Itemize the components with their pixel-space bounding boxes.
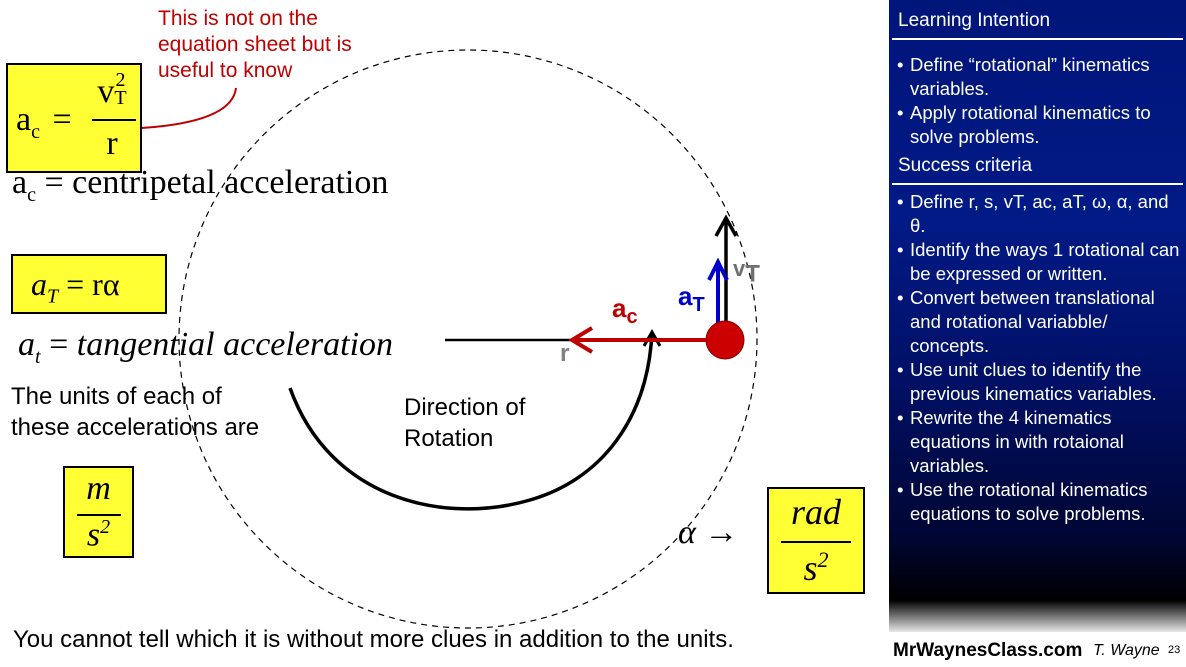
units-numerator: rad (790, 492, 841, 532)
angular-units-box: rad s2 (767, 487, 865, 594)
symbol-v: v (97, 73, 115, 110)
symbol-a: a (18, 326, 35, 363)
success-criteria-list: Define r, s, vT, ac, aT, ω, α, and θ. Id… (897, 190, 1181, 526)
aT-arrow-head (707, 257, 729, 281)
subscript-T: T (692, 294, 705, 317)
subscript-c: c (626, 306, 638, 329)
units-text: The units of each of these accelerations… (11, 383, 260, 441)
divider (892, 183, 1183, 185)
superscript-2: 2 (100, 516, 111, 538)
fraction-bar (781, 541, 851, 543)
formula-rhs: rα (92, 266, 120, 302)
subscript-t: t (35, 345, 41, 368)
diagram-graphics (141, 49, 758, 629)
divider (892, 38, 1183, 40)
circular-path (178, 49, 758, 629)
list-item: Apply rotational kinematics to solve pro… (897, 101, 1181, 149)
rotating-mass (705, 320, 745, 360)
alpha-label: α → (678, 514, 739, 551)
vT-arrow-head (714, 214, 738, 237)
fraction-bar (92, 119, 136, 121)
tangential-formula-box: aT = rα (11, 254, 167, 314)
superscript-2: 2 (817, 547, 829, 572)
centripetal-definition: ac = centripetal acceleration (12, 164, 389, 206)
subscript-T: T (745, 260, 760, 288)
units-denominator: s2 (769, 547, 863, 589)
formula-denominator: r (106, 125, 118, 162)
list-item: Rewrite the 4 kinematics equations in wi… (897, 406, 1181, 478)
footer: MrWaynesClass.com T. Wayne 23 (889, 632, 1186, 667)
definition-text: tangential acceleration (76, 326, 394, 363)
symbol-v: v (733, 256, 746, 281)
linear-units-box: m s2 (63, 466, 134, 558)
formula-lhs: ac = (16, 101, 72, 143)
learning-intention-heading: Learning Intention (898, 10, 1051, 31)
ac-label: ac (612, 293, 638, 329)
symbol-a: a (678, 281, 693, 311)
list-item: Identify the ways 1 rotational can be ex… (897, 238, 1181, 286)
callout-text: This is not on the equation sheet but is… (158, 7, 352, 82)
ac-arrow-head (568, 326, 594, 354)
subscript-T: T (47, 285, 59, 308)
symbol-s: s (86, 516, 101, 554)
list-item: Use unit clues to identify the previous … (897, 358, 1181, 406)
units-denominator: s2 (65, 516, 132, 554)
units-numerator: m (86, 470, 111, 507)
symbol-s: s (803, 548, 818, 588)
success-criteria-heading: Success criteria (898, 155, 1033, 176)
subscript-c: c (27, 183, 36, 206)
aT-label: aT (678, 281, 705, 317)
symbol-a: a (12, 164, 28, 201)
rotation-label: Direction of Rotation (404, 394, 526, 452)
list-item: Define r, s, vT, ac, aT, ω, α, and θ. (897, 190, 1181, 238)
objectives-sidebar: Learning Intention Define “rotational” k… (889, 0, 1186, 632)
symbol-a: a (612, 293, 627, 323)
list-item: Define “rotational” kinematics variables… (897, 53, 1181, 101)
superscript-2: 2 (115, 69, 126, 91)
symbol-a: a (31, 266, 47, 302)
list-item: Use the rotational kinematics equations … (897, 478, 1181, 526)
subscript-c: c (31, 120, 40, 143)
vT-label: vT (733, 256, 760, 288)
symbol-a: a (16, 101, 32, 138)
r-label: r (560, 340, 570, 367)
site-name: MrWaynesClass.com (893, 640, 1083, 661)
callout-leader (141, 87, 237, 129)
bottom-note: You cannot tell which it is without more… (13, 626, 734, 653)
page-number: 23 (1168, 644, 1181, 656)
learning-intention-list: Define “rotational” kinematics variables… (897, 53, 1181, 149)
list-item: Convert between translational and rotati… (897, 286, 1181, 358)
tangential-definition: at = tangential acceleration (18, 326, 394, 368)
definition-text: centripetal acceleration (72, 164, 389, 201)
fraction-bar (77, 514, 121, 516)
rotation-arrow (288, 331, 654, 511)
subscript-T: T (114, 87, 127, 109)
author-name: T. Wayne (1093, 642, 1160, 659)
